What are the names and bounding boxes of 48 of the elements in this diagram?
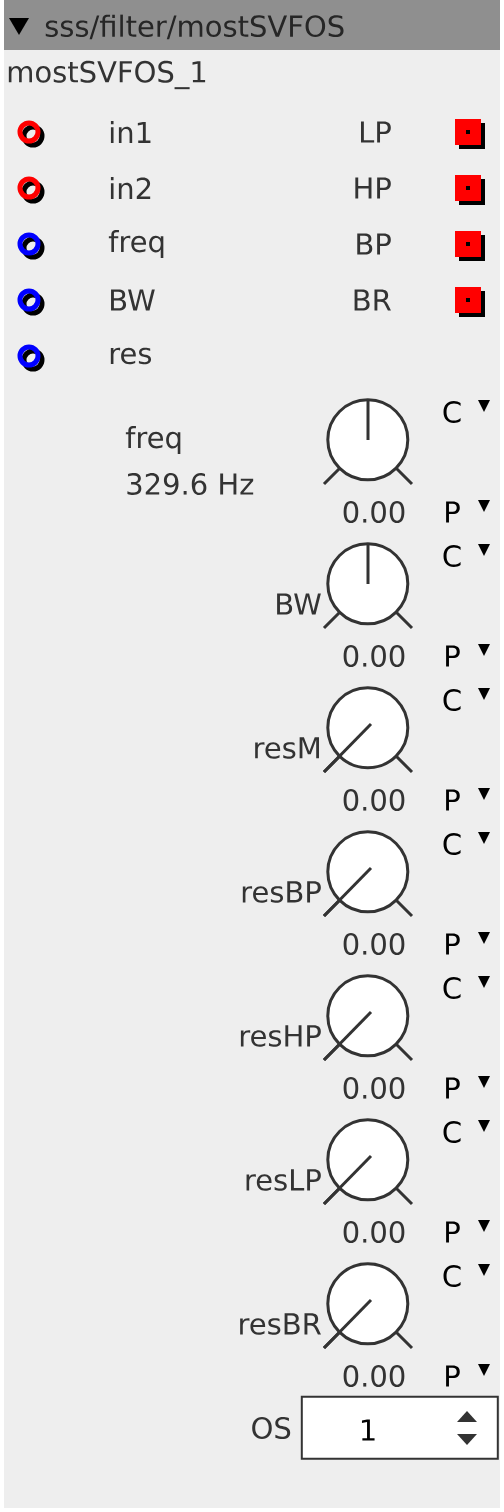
dropdown-label: C (443, 977, 461, 999)
knob-value: 0.00 (343, 1077, 405, 1099)
knob-value: 0.00 (343, 789, 405, 811)
knob (322, 398, 414, 486)
knob (322, 686, 414, 774)
knob-label: resLP (246, 1169, 321, 1191)
outlet-label: HP (355, 177, 391, 199)
knob (322, 1262, 414, 1350)
title-bar: sss/filter/mostSVFOS (4, 0, 500, 50)
dropdown-label: C (443, 545, 461, 567)
knob-label: freq (125, 425, 181, 455)
knob-value: 0.00 (343, 645, 405, 667)
knob-label: BW (277, 593, 321, 615)
inlet-label: freq (108, 229, 164, 259)
knob-value: 0.00 (343, 501, 405, 523)
knob-value: 0.00 (343, 1365, 405, 1387)
inlet-label: in2 (110, 177, 151, 199)
outlet-label: BP (357, 233, 391, 255)
dropdown-label: P (446, 789, 460, 811)
field-label: OS (252, 1417, 291, 1439)
knob (322, 974, 414, 1062)
inlet-label: res (110, 347, 152, 365)
dropdown-label: P (446, 1077, 460, 1099)
knob-label: resBP (242, 881, 321, 903)
knob-label: resHP (240, 1025, 321, 1047)
dropdown-label: C (443, 833, 461, 855)
knob-value: 0.00 (343, 933, 405, 955)
knob-label: resBR (240, 1313, 321, 1335)
dropdown-label: P (446, 645, 460, 667)
dropdown-label: P (446, 933, 460, 955)
number-field: 1 (300, 1395, 499, 1460)
knob-label: resM (255, 737, 319, 759)
outlet-label: BR (354, 289, 391, 311)
knob-label: 329.6 Hz (127, 473, 254, 495)
outlet-label: LP (361, 121, 391, 143)
dropdown-label: P (446, 1221, 460, 1243)
dropdown-label: C (443, 401, 461, 423)
inlet-label: in1 (110, 121, 151, 143)
dropdown-label: C (443, 1121, 461, 1143)
knob (322, 542, 414, 630)
dropdown-label: P (446, 501, 460, 523)
dropdown-label: C (443, 689, 461, 711)
dropdown-label: C (443, 1265, 461, 1287)
knob (322, 1118, 414, 1206)
knob-value: 0.00 (343, 1221, 405, 1243)
dropdown-label: P (446, 1365, 460, 1387)
inlet-label: BW (111, 289, 155, 311)
knob (322, 830, 414, 918)
